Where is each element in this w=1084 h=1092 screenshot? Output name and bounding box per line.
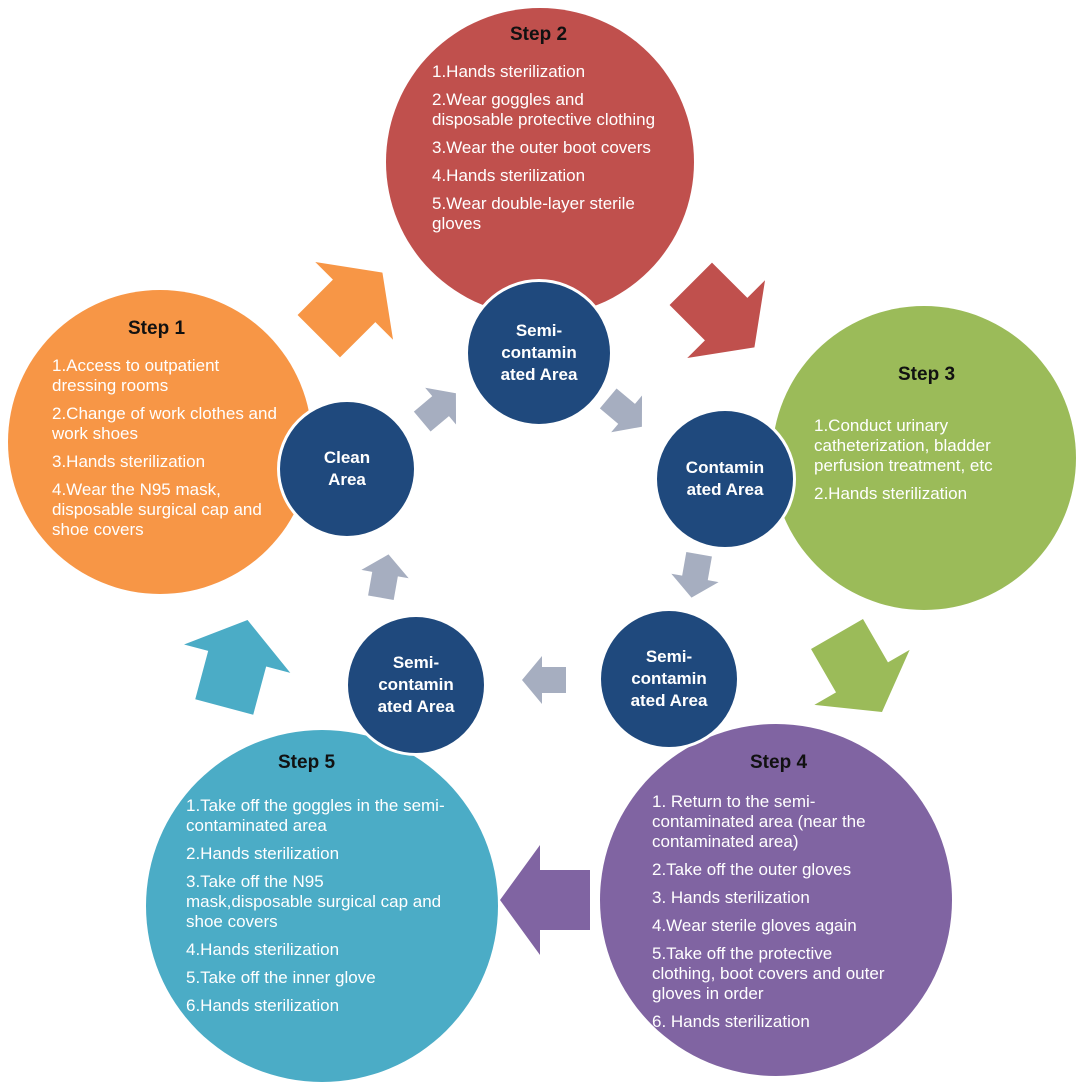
list-item: 4.Wear the N95 mask, disposable surgical… [52, 480, 262, 539]
zone-clean-area: Clean Area [277, 399, 417, 539]
arrow-semi-to-semi [522, 656, 566, 704]
list-item: 5.Take off the inner glove [186, 968, 376, 987]
step5-items: 1.Take off the goggles in the semi-conta… [186, 796, 448, 1024]
zone-semi-contaminated-top: Semi- contamin ated Area [465, 279, 613, 427]
list-item: 2.Wear goggles and disposable protective… [432, 90, 656, 129]
arrow-step2-to-step3 [669, 262, 766, 359]
arrow-contaminated-to-semi [671, 552, 719, 598]
step2-circle: Step 2 1.Hands sterilization 2.Wear gogg… [386, 8, 694, 316]
list-item: 3.Take off the N95 mask,disposable surgi… [186, 872, 442, 931]
step1-items: 1.Access to outpatient dressing rooms 2.… [52, 356, 282, 548]
step4-circle: Step 4 1. Return to the semi-contaminate… [600, 724, 952, 1076]
arrow-step3-to-step4 [811, 619, 910, 712]
step5-circle: Step 5 1.Take off the goggles in the sem… [146, 730, 498, 1082]
step1-circle: Step 1 1.Access to outpatient dressing r… [8, 290, 312, 594]
arrow-step4-to-step5 [500, 845, 590, 955]
list-item: 5.Wear double-layer sterile gloves [432, 194, 635, 233]
list-item: 1.Access to outpatient dressing rooms [52, 356, 220, 395]
arrow-step5-to-step1 [184, 620, 291, 715]
step3-items: 1.Conduct urinary catheterization, bladd… [814, 416, 1050, 512]
list-item: 1.Take off the goggles in the semi-conta… [186, 796, 445, 835]
list-item: 1.Conduct urinary catheterization, bladd… [814, 416, 993, 475]
list-item: 3.Wear the outer boot covers [432, 138, 651, 157]
list-item: 1.Hands sterilization [432, 62, 586, 81]
list-item: 6. Hands sterilization [652, 1012, 810, 1031]
step4-items: 1. Return to the semi-contaminated area … [652, 792, 900, 1040]
arrow-clean-to-semi [413, 387, 457, 432]
step4-title: Step 4 [750, 752, 808, 773]
step2-items: 1.Hands sterilization 2.Wear goggles and… [432, 62, 658, 242]
list-item: 3.Hands sterilization [52, 452, 206, 471]
list-item: 4.Wear sterile gloves again [652, 916, 857, 935]
step1-title: Step 1 [128, 318, 186, 339]
list-item: 4.Hands sterilization [432, 166, 586, 185]
step3-circle: Step 3 1.Conduct urinary catheterization… [772, 306, 1076, 610]
list-item: 2.Hands sterilization [186, 844, 340, 863]
list-item: 6.Hands sterilization [186, 996, 340, 1015]
step2-title: Step 2 [510, 24, 568, 45]
arrow-semi-to-clean [361, 554, 409, 600]
step5-title: Step 5 [278, 752, 336, 773]
list-item: 1. Return to the semi-contaminated area … [652, 792, 866, 851]
zone-semi-contaminated-left: Semi- contamin ated Area [345, 614, 487, 756]
zone-semi-contaminated-right: Semi- contamin ated Area [598, 608, 740, 750]
list-item: 3. Hands sterilization [652, 888, 810, 907]
zone-contaminated-area: Contamin ated Area [654, 408, 796, 550]
list-item: 2.Hands sterilization [814, 484, 968, 503]
arrow-semi-to-contaminated [599, 388, 643, 433]
list-item: 2.Change of work clothes and work shoes [52, 404, 277, 443]
step3-title: Step 3 [898, 364, 956, 385]
list-item: 4.Hands sterilization [186, 940, 340, 959]
arrow-step1-to-step2 [297, 261, 394, 358]
list-item: 2.Take off the outer gloves [652, 860, 852, 879]
list-item: 5.Take off the protective clothing, boot… [652, 944, 885, 1003]
